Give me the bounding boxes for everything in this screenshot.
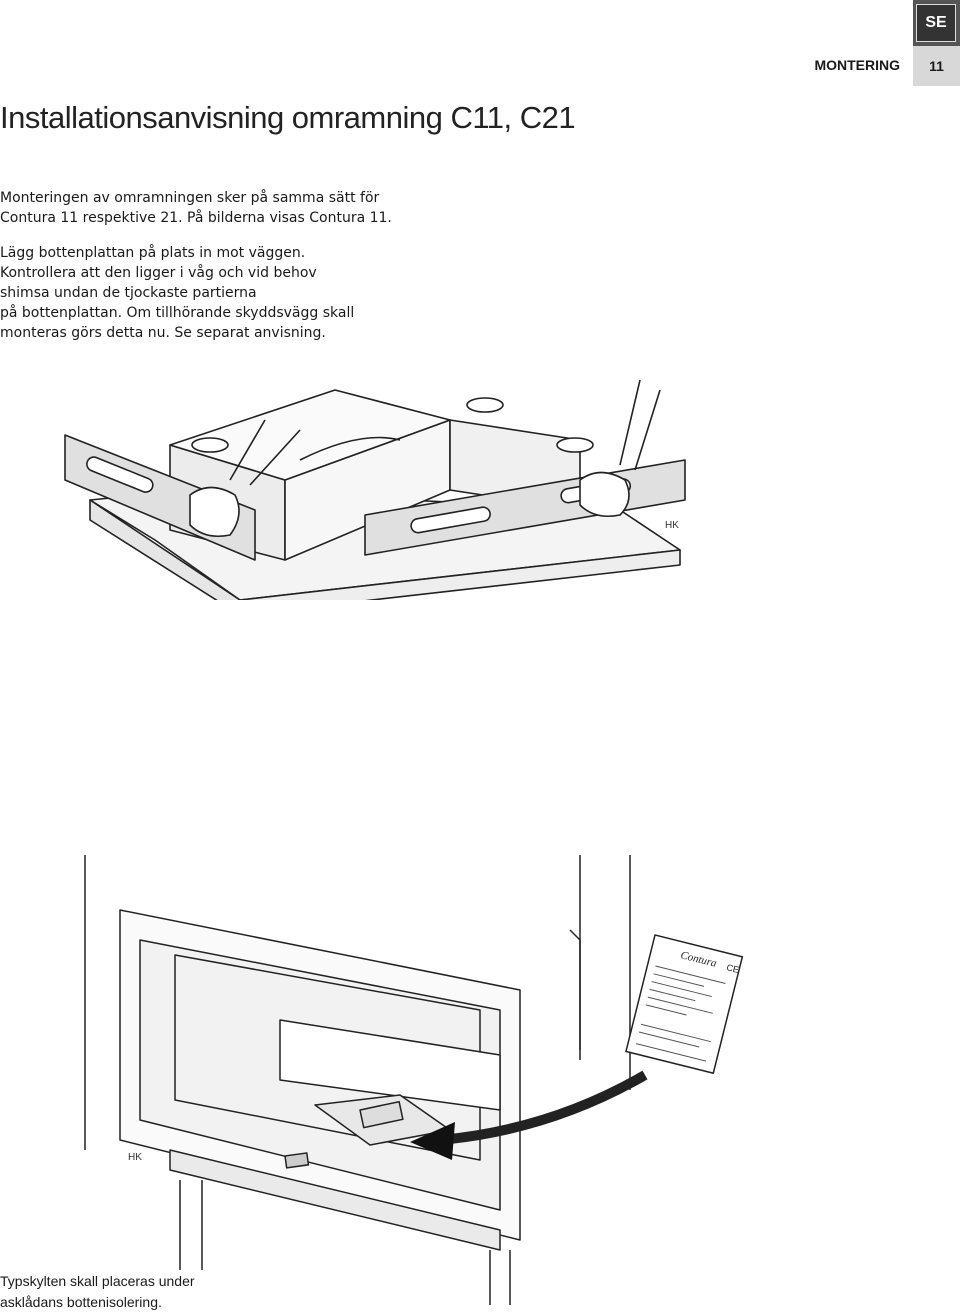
paragraph-line: Kontrollera att den ligger i våg och vid… bbox=[0, 265, 317, 281]
paragraph-line: Contura 11 respektive 21. På bilderna vi… bbox=[0, 210, 392, 226]
stove-type-plate-illustration: Contura CE HK bbox=[84, 855, 744, 1305]
paragraph-line: Lägg bottenplattan på plats in mot vägge… bbox=[0, 245, 306, 261]
type-plate-ce-mark: CE bbox=[726, 962, 741, 975]
figure1-brand-mark: HK bbox=[665, 520, 679, 531]
figure-caption: Typskylten skall placeras under asklådan… bbox=[0, 1271, 195, 1313]
page-title: Installationsanvisning omramning C11, C2… bbox=[0, 100, 576, 135]
direction-arrow bbox=[439, 1070, 648, 1145]
figure2-brand-mark: HK bbox=[128, 1152, 142, 1163]
intro-paragraph: Monteringen av omramningen sker på samma… bbox=[0, 188, 420, 228]
caption-line: Typskylten skall placeras under bbox=[0, 1273, 195, 1289]
paragraph-line: monteras görs detta nu. Se separat anvis… bbox=[0, 325, 326, 341]
section-label: MONTERING bbox=[814, 57, 900, 73]
paragraph-line: shimsa undan de tjockaste partierna bbox=[0, 285, 257, 301]
paragraph-line: på bottenplattan. Om tillhörande skyddsv… bbox=[0, 305, 355, 321]
caption-line: asklådans bottenisolering. bbox=[0, 1294, 162, 1310]
paragraph-line: Monteringen av omramningen sker på samma… bbox=[0, 190, 380, 206]
page-number: 11 bbox=[913, 46, 960, 86]
language-code-badge: SE bbox=[916, 4, 956, 42]
instruction-paragraph: Lägg bottenplattan på plats in mot vägge… bbox=[0, 243, 420, 343]
type-plate-zoom bbox=[625, 934, 744, 1075]
arrow-head bbox=[410, 1122, 455, 1160]
base-plate-leveling-illustration: HK bbox=[64, 379, 686, 600]
